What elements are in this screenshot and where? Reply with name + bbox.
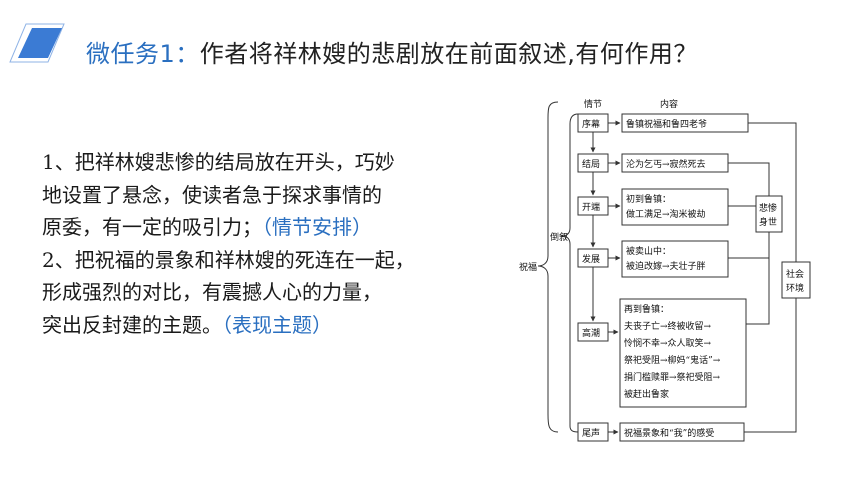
side-label-tragic: 身世 <box>759 216 777 228</box>
content-text: 再到鲁镇： <box>624 303 669 315</box>
content-box-development <box>621 240 729 278</box>
content-text: 祭祀受阻→柳妈“鬼话”→ <box>624 354 721 366</box>
task-question: 作者将祥林嫂的悲剧放在前面叙述,有何作用？ <box>199 40 698 68</box>
side-label-society: 社会 <box>786 268 804 280</box>
stage-label: 高潮 <box>582 327 600 339</box>
content-text: 做工满足→淘米被劫 <box>626 208 706 220</box>
stage-label: 序幕 <box>582 118 600 130</box>
stage-label: 结局 <box>582 158 600 170</box>
col-header-plot: 情节 <box>584 98 602 110</box>
brace-inner <box>561 113 579 433</box>
brace-outer <box>537 101 559 433</box>
answer-line: 形成强烈的对比，有震撼人心的力量， <box>42 280 382 304</box>
answer-line: 突出反封建的主题。（表现主题） <box>42 312 332 337</box>
answer-line: 2、把祝福的景象和祥林嫂的死连在一起， <box>42 247 415 272</box>
content-text: 捐门槛赎罪→祭祀受阻→ <box>624 371 721 383</box>
content-text: 初到鲁镇： <box>626 193 671 205</box>
content-box-climax <box>619 298 747 408</box>
answer-line: 1、把祥林嫂悲惨的结局放在开头，巧妙 <box>42 150 395 174</box>
highlight-plot: （情节安排） <box>262 215 372 239</box>
root-label: 祝福 <box>519 261 537 273</box>
answer-line: 原委，有一定的吸引力；（情节安排） <box>42 215 372 239</box>
stage-label: 尾声 <box>582 427 600 439</box>
side-label-society: 环境 <box>786 282 804 294</box>
content-text: 被迫改嫁→夫壮子胖 <box>626 260 706 272</box>
task-label: 微任务1： <box>86 40 200 68</box>
content-box-beginning <box>621 188 729 226</box>
stage-label: 开端 <box>582 201 600 213</box>
page-title: 微任务1：作者将祥林嫂的悲剧放在前面叙述,有何作用？ <box>86 34 698 69</box>
content-text: 鲁镇祝福和鲁四老爷 <box>626 118 707 130</box>
stage-label: 发展 <box>582 253 600 265</box>
col-header-content: 内容 <box>660 98 678 110</box>
answer-text: 1、把祥林嫂悲惨的结局放在开头，巧妙 地设置了悬念，使读者急于探求事情的 原委，… <box>42 146 512 341</box>
logo-parallelogram <box>9 23 65 63</box>
content-text: 沦为乞丐→寂然死去 <box>626 158 706 170</box>
answer-line: 地设置了悬念，使读者急于探求事情的 <box>42 182 382 207</box>
plot-structure-diagram: 情节 内容 祝福 倒叙 序幕 结局 开端 发展 高潮 尾声 鲁镇祝福和鲁四老爷 … <box>519 98 811 442</box>
side-label-tragic: 悲惨 <box>759 202 777 214</box>
content-text: 夫丧子亡→终被收留→ <box>624 320 712 332</box>
content-text: 怜悯不幸→众人取笑→ <box>624 337 712 349</box>
highlight-theme: （表现主题） <box>222 312 332 337</box>
content-text: 被赶出鲁家 <box>624 388 669 400</box>
content-text: 被卖山中： <box>626 245 671 257</box>
content-text: 祝福景象和“我”的感受 <box>624 427 714 439</box>
flashback-label: 倒叙 <box>550 231 568 243</box>
